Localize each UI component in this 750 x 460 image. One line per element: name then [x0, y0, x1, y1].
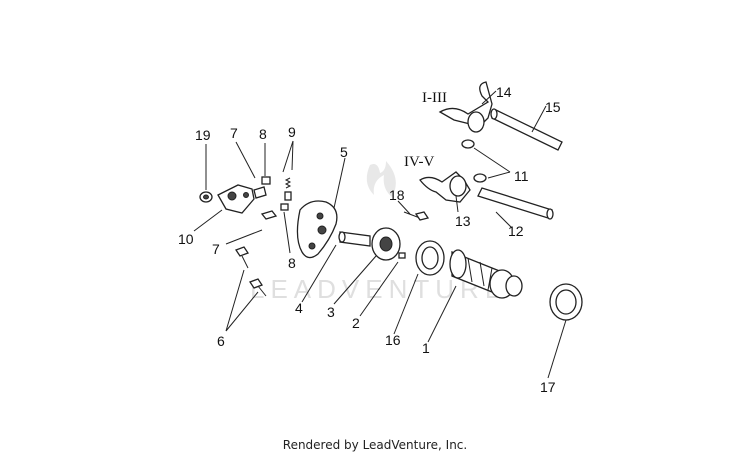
part-2-pin	[398, 252, 406, 259]
part-5-plate	[296, 200, 338, 259]
callout-1: 1	[422, 340, 430, 356]
callout-4: 4	[295, 300, 303, 316]
part-4-shaft	[338, 231, 371, 247]
callout-5: 5	[340, 144, 348, 160]
part-6-bolt-upper	[235, 246, 249, 269]
leader-lines	[193, 90, 567, 379]
part-19-nut	[199, 191, 213, 203]
footer-credit: Rendered by LeadVenture, Inc.	[282, 438, 468, 452]
callout-16: 16	[385, 332, 401, 348]
callout-12: 12	[508, 223, 524, 239]
watermark-flame-icon	[366, 161, 396, 197]
part-10-lever	[217, 184, 255, 214]
part-12-rod	[477, 187, 554, 220]
callout-8-lower: 8	[288, 255, 296, 271]
callout-15: 15	[545, 99, 561, 115]
part-15-rod	[490, 108, 563, 151]
callout-6: 6	[217, 333, 225, 349]
callout-7-upper: 7	[230, 125, 238, 141]
callout-7-lower: 7	[212, 241, 220, 257]
part-17-bearing	[549, 283, 583, 321]
gear-label-iv-v: IV-V	[404, 154, 434, 170]
part-18-bolt	[403, 211, 430, 221]
part-11-bushing-lower	[473, 173, 487, 183]
callout-10: 10	[178, 231, 194, 247]
callout-9: 9	[288, 124, 296, 140]
part-11-bushing-upper	[461, 139, 475, 149]
part-13-fork	[419, 171, 471, 203]
callout-11: 11	[514, 168, 529, 184]
callout-14: 14	[496, 84, 512, 100]
part-1-drum	[449, 249, 523, 299]
callout-19: 19	[195, 127, 211, 143]
part-3-cam	[371, 227, 401, 261]
part-6-bolt-lower	[249, 278, 267, 297]
part-8-pin-upper	[261, 176, 271, 185]
callout-3: 3	[327, 304, 335, 320]
callout-13: 13	[455, 213, 471, 229]
callout-2: 2	[352, 315, 360, 331]
part-16-bearing	[415, 240, 445, 276]
part-7-pawl-lower	[260, 210, 278, 220]
callout-18: 18	[389, 187, 405, 203]
gear-label-i-iii: I-III	[422, 90, 447, 106]
callout-17: 17	[540, 379, 556, 395]
callout-8-upper: 8	[259, 126, 267, 142]
part-7-pawl-upper	[253, 186, 267, 199]
part-9-spring	[284, 177, 292, 201]
part-8-pin-lower	[280, 203, 289, 211]
part-14-fork	[438, 81, 493, 133]
